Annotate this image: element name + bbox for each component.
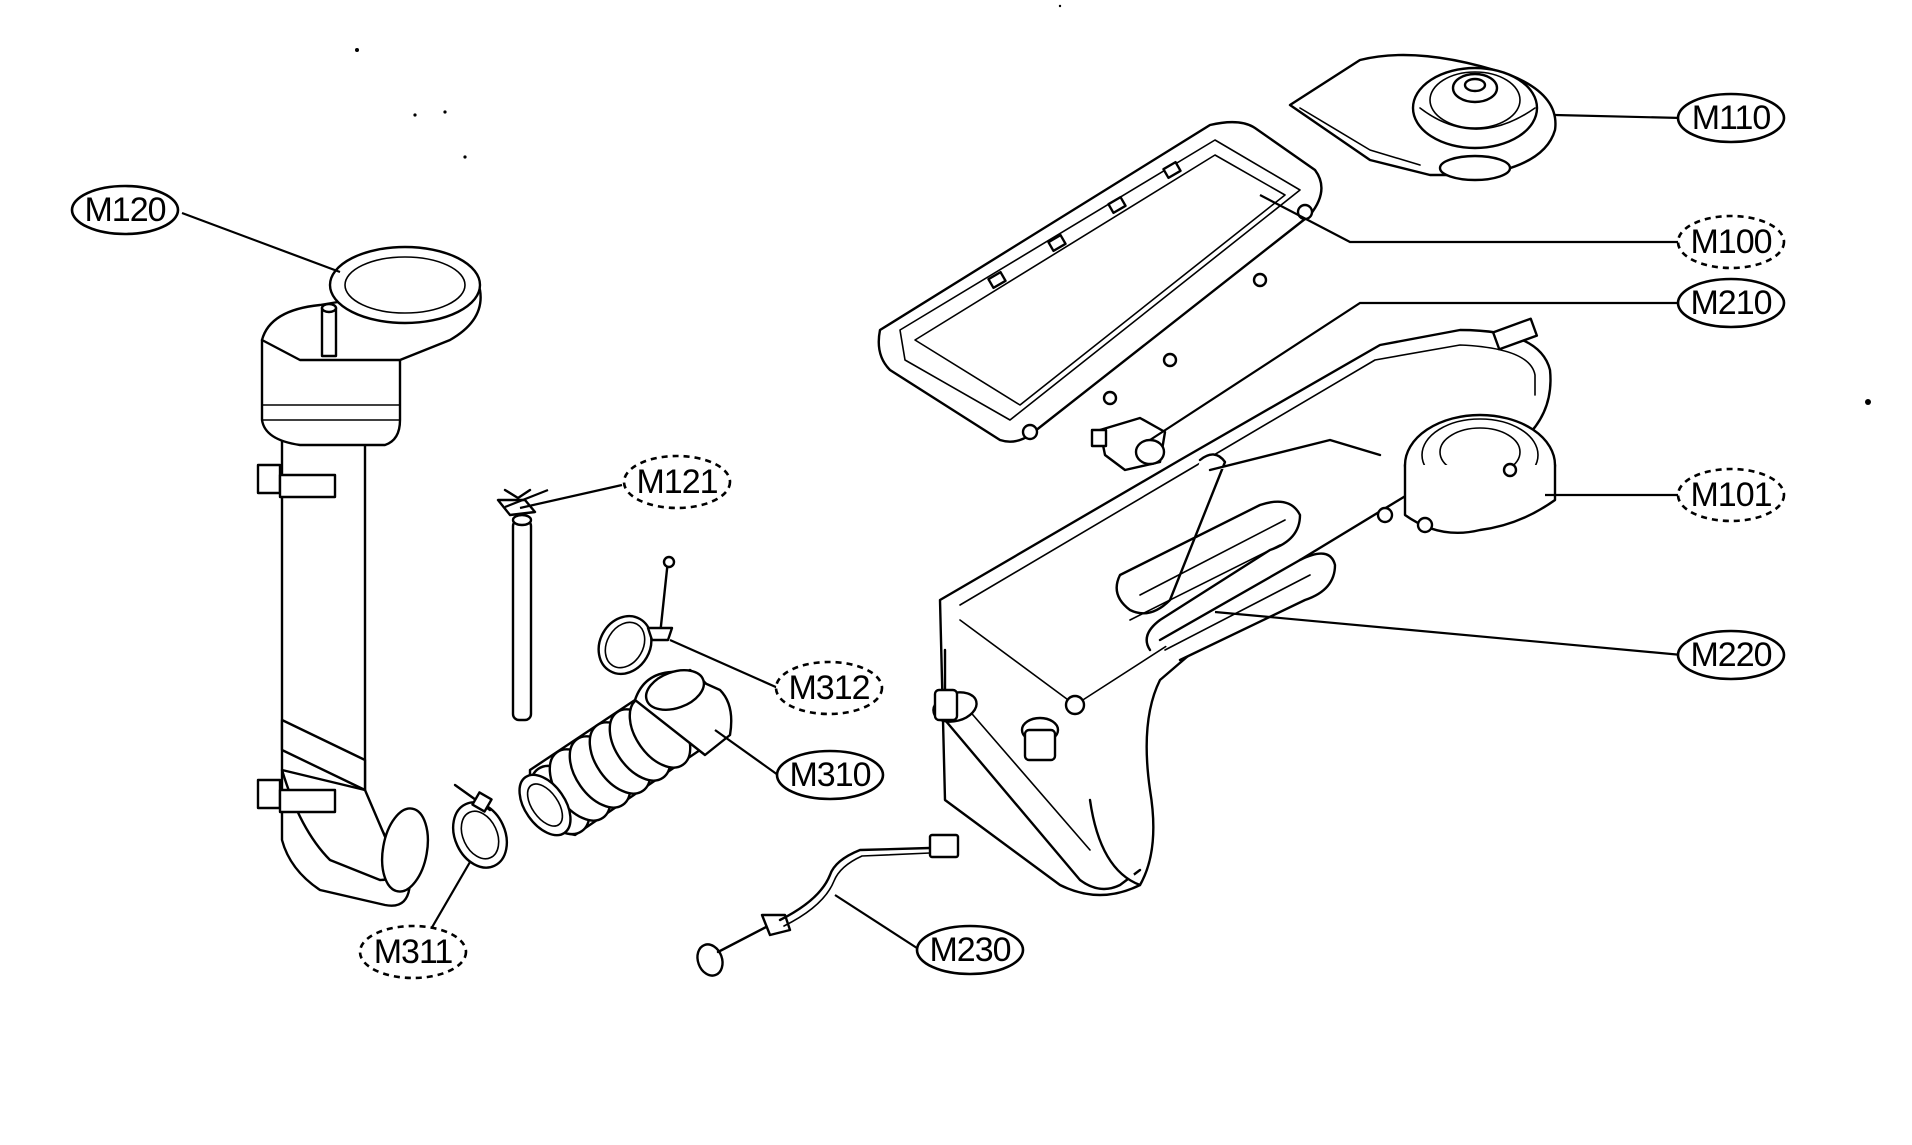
part-labels: M110 M100 M210 M101 M220 M120 M121 xyxy=(70,92,1786,980)
duct-housing-part xyxy=(932,317,1557,897)
label-m110-text: M110 xyxy=(1692,99,1771,137)
clamp-screw-part xyxy=(597,555,676,676)
duct-assembly-part xyxy=(256,245,482,907)
label-m100[interactable]: M100 xyxy=(1676,214,1786,270)
label-m101[interactable]: M101 xyxy=(1676,467,1786,523)
switch-part xyxy=(1090,416,1167,472)
label-m312[interactable]: M312 xyxy=(774,660,884,716)
label-m210[interactable]: M210 xyxy=(1676,277,1786,329)
label-m101-text: M101 xyxy=(1690,476,1771,514)
label-m230-text: M230 xyxy=(929,931,1010,969)
label-m110[interactable]: M110 xyxy=(1676,92,1786,144)
label-m230[interactable]: M230 xyxy=(915,924,1025,976)
blower-fan-part xyxy=(1288,53,1557,182)
label-m100-text: M100 xyxy=(1690,223,1771,261)
label-m220[interactable]: M220 xyxy=(1676,629,1786,681)
label-m311-text: M311 xyxy=(374,933,453,971)
label-m121[interactable]: M121 xyxy=(622,454,732,510)
hose-clamp-part xyxy=(451,783,509,869)
leader-lines xyxy=(181,113,1683,951)
label-m121-text: M121 xyxy=(636,463,717,501)
heater-element-part xyxy=(1115,438,1382,662)
label-m312-text: M312 xyxy=(788,669,869,707)
label-m220-text: M220 xyxy=(1690,636,1771,674)
label-m120-text: M120 xyxy=(84,191,165,229)
scan-specks xyxy=(355,4,1871,405)
top-cover-part xyxy=(877,120,1323,443)
label-m120[interactable]: M120 xyxy=(70,184,180,236)
bellows-hose-part xyxy=(518,668,733,837)
label-m311[interactable]: M311 xyxy=(358,924,468,980)
label-m310[interactable]: M310 xyxy=(775,749,885,801)
tube-part xyxy=(496,488,537,722)
sensor-cable-part xyxy=(696,833,960,977)
label-m210-text: M210 xyxy=(1690,284,1771,322)
label-m310-text: M310 xyxy=(789,756,870,794)
